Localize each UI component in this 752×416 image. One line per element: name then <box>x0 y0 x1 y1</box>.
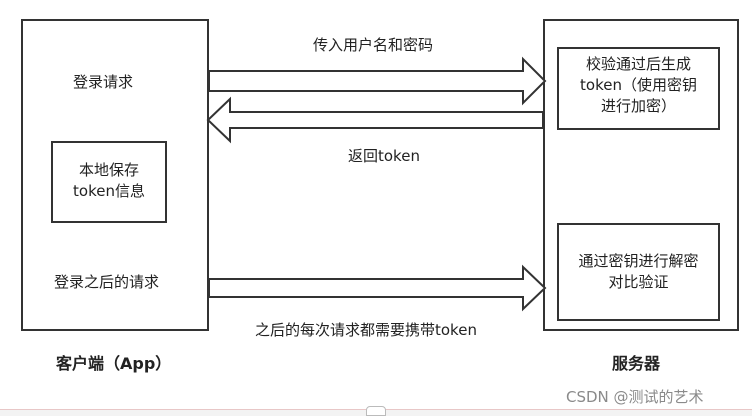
local-store-box <box>51 141 167 223</box>
verify-label: 通过密钥进行解密 对比验证 <box>557 251 720 293</box>
local-store-line-1: 本地保存 <box>78 161 139 179</box>
local-store-label: 本地保存 token信息 <box>51 160 167 202</box>
return-token-label: 返回token <box>348 147 420 165</box>
login-request-label: 登录请求 <box>73 73 134 91</box>
send-credentials-arrow <box>208 56 547 106</box>
client-title: 客户端（App） <box>56 354 172 373</box>
token-generate-box <box>557 47 720 130</box>
token-generate-line-3: 进行加密） <box>600 97 676 115</box>
local-store-line-2: token信息 <box>73 182 145 200</box>
token-generate-line-1: 校验通过后生成 <box>585 55 691 73</box>
verify-box <box>557 223 720 321</box>
carry-token-arrow <box>208 264 547 312</box>
after-login-request-label: 登录之后的请求 <box>54 273 160 291</box>
server-title: 服务器 <box>612 354 661 373</box>
token-generate-label: 校验通过后生成 token（使用密钥 进行加密） <box>557 54 720 117</box>
verify-line-2: 对比验证 <box>608 273 669 291</box>
carry-token-label: 之后的每次请求都需要携带token <box>255 321 477 339</box>
return-token-arrow <box>206 96 544 144</box>
watermark: CSDN @测试的艺术 <box>566 388 704 406</box>
send-credentials-label: 传入用户名和密码 <box>313 36 434 54</box>
token-generate-line-2: token（使用密钥 <box>580 76 697 94</box>
verify-line-1: 通过密钥进行解密 <box>578 252 699 270</box>
